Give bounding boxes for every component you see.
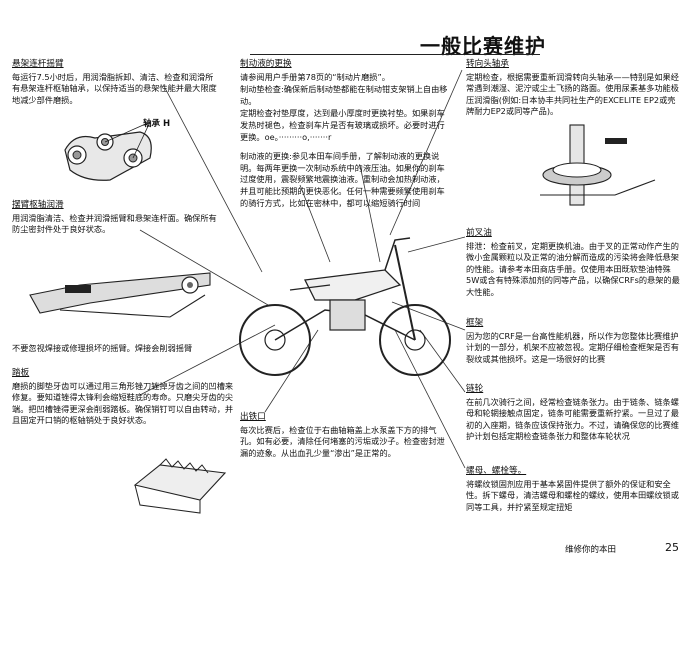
brake-fluid-change: 制动液的更换:参见本田车间手册，了解制动液的更换说明。每两年更换一次制动系统中的… [240, 151, 445, 208]
frame-heading: 框架 [466, 318, 484, 328]
fork-oil-text: 排泄：检查前叉，定期更换机油。由于叉的正常动作产生的微小金属颗粒以及正常的油分解… [466, 240, 680, 297]
brake-pad-thickness: 定期检查衬垫厚度，达到最小厚度时更换衬垫。如果刹车发热时褪色，检查刹车片是否有玻… [240, 108, 445, 142]
chain-heading: 链轮 [466, 384, 484, 394]
swingarm-text: 用润滑脂清洁、检查并润滑摇臂和悬架连杆面。确保所有防尘密封件处于良好状态。 [12, 212, 217, 235]
fork-oil-heading: 前叉油 [466, 228, 492, 238]
linkage-figure [64, 121, 152, 181]
drain-port-section: 出铁口 每次比赛后，检查位于右曲轴箱盖上水泵盖下方的排气孔。如有必要，清除任何堵… [240, 412, 450, 459]
fasteners-heading: 螺母、螺栓等。 [466, 466, 527, 476]
footpeg-figure [133, 458, 227, 514]
drain-heading: 出铁口 [240, 412, 266, 422]
suspension-linkage-section: 悬架连杆摇臂 每运行7.5小时后，用润滑脂拆卸、清洁、检查和润滑所有悬架连杆枢轴… [12, 59, 217, 106]
brake-heading: 制动液的更换 [240, 59, 292, 69]
title-rule [250, 54, 540, 55]
swingarm-inspect-text: 不要忽视焊接或修理损坏的摇臂。焊接会削弱摇臂 [12, 343, 193, 353]
swingarm-heading: 摆臂枢轴润滑 [12, 200, 64, 210]
frame-text: 因为您的CRF是一台高性能机器，所以作为您整体比赛维护计划的一部分，机架不应被忽… [466, 330, 679, 364]
fork-oil-section: 前叉油 排泄：检查前叉，定期更换机油。由于叉的正常动作产生的微小金属颗粒以及正常… [466, 228, 681, 299]
drain-text: 每次比赛后，检查位于右曲轴箱盖上水泵盖下方的排气孔。如有必要，清除任何堵塞的污垢… [240, 424, 445, 458]
steering-head-figure [540, 124, 656, 206]
frame-section: 框架 因为您的CRF是一台高性能机器，所以作为您整体比赛维护计划的一部分，机架不… [466, 318, 681, 365]
footer-text: 维修你的本田 [565, 545, 617, 555]
footpeg-heading: 踏板 [12, 368, 30, 378]
chain-text: 在前几次骑行之间，经常检查链条张力。由于链条、链条螺母和轮辋接触点固定，链条可能… [466, 396, 679, 442]
brake-pad-check: 制动垫检查:确保新后制动垫都能在制动钳支架销上自由移动。 [240, 84, 448, 106]
chain-section: 链轮 在前几次骑行之间，经常检查链条张力。由于链条、链条螺母和轮辋接触点固定，链… [466, 384, 681, 443]
brake-fluid-section: 制动液的更换 请参阅用户手册第78页的“制动片磨损”。 制动垫检查:确保新后制动… [240, 59, 448, 209]
steering-head-section: 转向头轴承 定期检查，根据需要重新润滑转向头轴承——特别是如果经常遇到潮湿、泥泞… [466, 59, 681, 118]
swingarm-inspect-section: 不要忽视焊接或修理损坏的摇臂。焊接会削弱摇臂 [12, 342, 217, 355]
footpeg-text: 磨损的脚垫牙齿可以通过用三角形锉刀锉掉牙齿之间的凹槽来修复。要知道锉得太锋利会缩… [12, 380, 234, 426]
suspension-text: 每运行7.5小时后，用润滑脂拆卸、清洁、检查和润滑所有悬架连杆枢轴轴承，以保持适… [12, 71, 217, 105]
motorcycle-figure [239, 237, 451, 376]
swingarm-section: 摆臂枢轴润滑 用润滑脂清洁、检查并润滑摇臂和悬架连杆面。确保所有防尘密封件处于良… [12, 200, 217, 236]
steering-head-heading: 转向头轴承 [466, 59, 509, 69]
suspension-heading: 悬架连杆摇臂 [12, 59, 64, 69]
fasteners-text: 将螺纹锁固剂应用于基本紧固件提供了额外的保证和安全性。拆下螺母，清洁螺母和螺栓的… [466, 478, 679, 512]
fasteners-section: 螺母、螺栓等。 将螺纹锁固剂应用于基本紧固件提供了额外的保证和安全性。拆下螺母，… [466, 466, 681, 513]
steering-head-text: 定期检查，根据需要重新润滑转向头轴承——特别是如果经常遇到潮湿、泥泞或尘土飞扬的… [466, 71, 679, 117]
page-number: 25 [665, 541, 679, 554]
brake-intro: 请参阅用户手册第78页的“制动片磨损”。 [240, 71, 390, 82]
footpeg-section: 踏板 磨损的脚垫牙齿可以通过用三角形锉刀锉掉牙齿之间的凹槽来修复。要知道锉得太锋… [12, 368, 234, 427]
bearing-label: 轴承 H [143, 119, 171, 129]
swingarm-figure [29, 272, 211, 318]
